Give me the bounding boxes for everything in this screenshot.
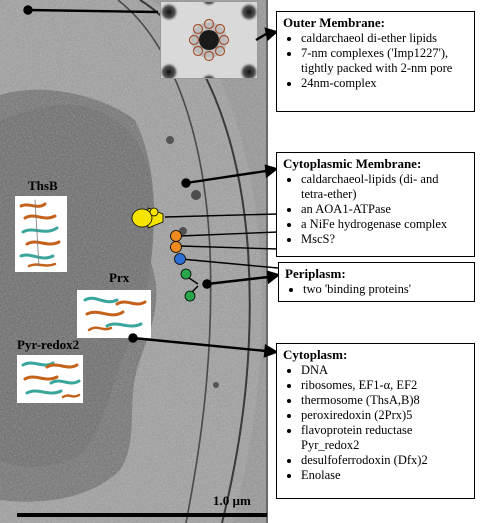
cytoplasm-title: Cytoplasm: — [283, 347, 348, 362]
cytoplasm-box: Cytoplasm: DNA ribosomes, EF1-α, EF2 the… — [276, 343, 475, 499]
thsb-label: ThsB — [28, 178, 58, 193]
periplasm-box: Periplasm: two 'binding proteins' — [278, 262, 475, 302]
cyto-item-4: peroxiredoxin (2Prx)5 — [301, 408, 468, 423]
outer-membrane-title: Outer Membrane: — [283, 15, 385, 30]
outer-item-2: 7-nm complexes ('Imp1227'), — [301, 46, 468, 61]
hydrogenase-subunit-1 — [170, 230, 182, 242]
cyto-item-2: ribosomes, EF1-α, EF2 — [301, 378, 468, 393]
prx-structure — [77, 290, 151, 338]
periplasm-title: Periplasm: — [285, 266, 346, 281]
pyr-redox2-label: Pyr-redox2 — [17, 337, 80, 352]
cyto-item-6: desulfoferrodoxin (Dfx)2 — [301, 453, 468, 468]
cytomem-item-1: caldarchaeol-lipids (di- and — [301, 172, 468, 187]
outer-membrane-box: Outer Membrane: caldarchaeol di-ether li… — [276, 11, 475, 112]
thsb-structure — [15, 196, 67, 272]
cyto-item-5-cont: Pyr_redox2 — [301, 438, 360, 452]
cyto-item-3: thermosome (ThsA,B)8 — [301, 393, 468, 408]
periplasm-item-1: two 'binding proteins' — [303, 282, 468, 297]
atpase-complex — [131, 207, 164, 229]
binding-protein-2 — [184, 290, 196, 302]
hydrogenase-subunit-2 — [170, 241, 182, 253]
outer-item-1: caldarchaeol di-ether lipids — [301, 31, 468, 46]
cytomem-item-1-cont: tetra-ether) — [301, 187, 357, 201]
prx-label: Prx — [109, 270, 130, 285]
pore-complex-inset — [160, 1, 258, 79]
mscs-channel — [174, 253, 186, 265]
cyto-item-7: Enolase — [301, 468, 468, 483]
scale-bar-label: 1.0 µm — [213, 493, 251, 508]
pyr-redox2-structure — [17, 355, 83, 403]
cytoplasmic-membrane-box: Cytoplasmic Membrane: caldarchaeol-lipid… — [276, 152, 475, 257]
cyto-item-1: DNA — [301, 363, 468, 378]
cyto-item-5: flavoprotein reductase — [301, 423, 468, 438]
cytomem-item-4: MscS? — [301, 232, 468, 247]
cytomem-item-3: a NiFe hydrogenase complex — [301, 217, 468, 232]
cytomem-item-2: an AOA1-ATPase — [301, 202, 468, 217]
outer-item-2-cont: tightly packed with 2-nm pore — [301, 61, 453, 75]
cytoplasmic-membrane-title: Cytoplasmic Membrane: — [283, 156, 422, 171]
outer-item-3: 24nm-complex — [301, 76, 468, 91]
binding-protein-1 — [180, 268, 192, 280]
